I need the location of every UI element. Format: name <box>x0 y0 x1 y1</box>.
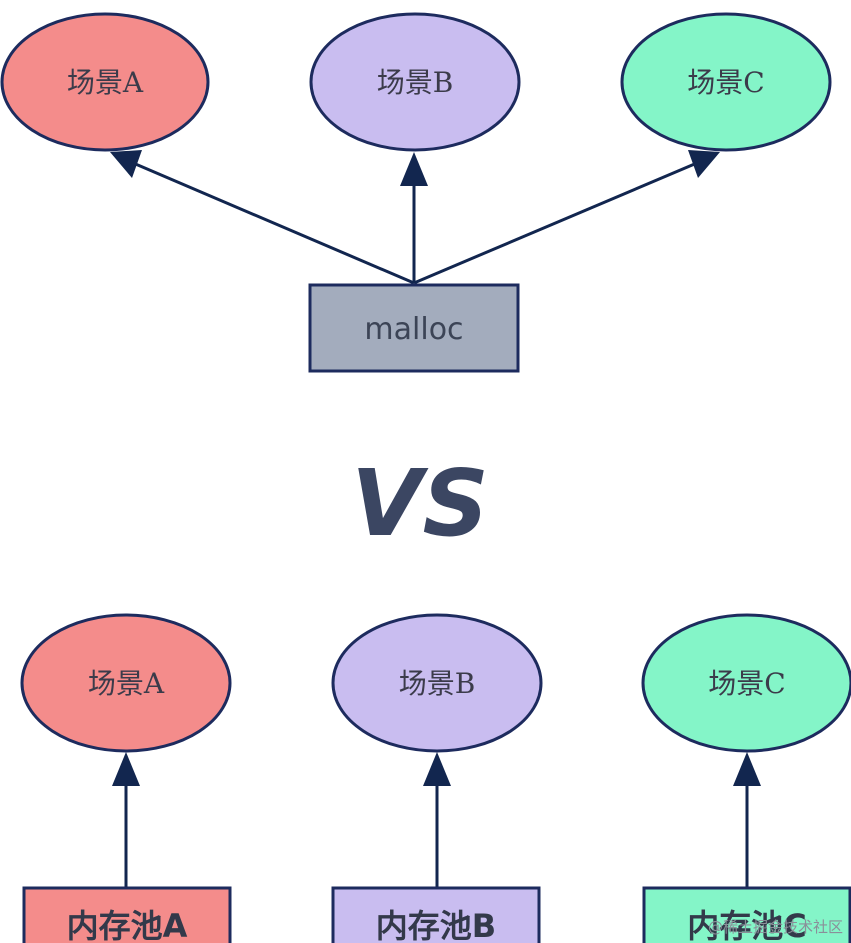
pool-b-box <box>331 886 541 943</box>
pool-a-label: 内存池A <box>67 907 188 943</box>
pool-c-label: 内存池C <box>687 907 807 943</box>
arrowhead-scene-c <box>688 150 720 178</box>
arrowhead-scene-a-bottom <box>112 752 140 786</box>
pool-a-box <box>22 886 232 943</box>
scene-a-label: 场景A <box>67 66 144 99</box>
scene-b-bottom-label: 场景B <box>399 667 476 700</box>
scene-a-ellipse <box>0 12 210 152</box>
scene-a-bottom-label: 场景A <box>88 667 165 700</box>
scene-b-label: 场景B <box>377 66 454 99</box>
scene-c-bottom-node: 场景C <box>641 613 851 753</box>
scene-a-bottom-node: 场景A <box>20 613 232 753</box>
scene-b-bottom-ellipse <box>331 613 543 753</box>
scene-b-ellipse <box>309 12 521 152</box>
scene-c-label: 场景C <box>687 66 764 99</box>
bottom-section: 场景A 场景B 场景C 内存池A 内存池B 内存池C <box>20 613 851 943</box>
malloc-label: malloc <box>364 312 463 347</box>
scene-c-node: 场景C <box>620 12 832 152</box>
top-section: 场景A 场景B 场景C malloc <box>0 12 832 373</box>
scene-a-node: 场景A <box>0 12 210 152</box>
arrowhead-scene-a <box>110 150 142 178</box>
scene-c-bottom-label: 场景C <box>708 667 785 700</box>
pool-b-node: 内存池B <box>331 886 541 943</box>
scene-a-bottom-ellipse <box>20 613 232 753</box>
pool-b-label: 内存池B <box>376 907 496 943</box>
scene-c-bottom-ellipse <box>641 613 851 753</box>
vs-separator: VS <box>351 450 488 557</box>
malloc-box <box>308 283 520 373</box>
arrowhead-scene-c-bottom <box>733 752 761 786</box>
scene-b-bottom-node: 场景B <box>331 613 543 753</box>
pool-c-node: 内存池C <box>642 886 851 943</box>
scene-b-node: 场景B <box>309 12 521 152</box>
arrow-malloc-to-scene-c <box>413 158 705 285</box>
arrowhead-scene-b <box>400 152 428 186</box>
arrowhead-scene-b-bottom <box>423 752 451 786</box>
arrow-malloc-to-scene-a <box>125 158 415 285</box>
pool-c-box <box>642 886 851 943</box>
malloc-node: malloc <box>308 283 520 373</box>
scene-c-ellipse <box>620 12 832 152</box>
watermark-text: @稀土掘金技术社区 <box>708 918 843 936</box>
pool-a-node: 内存池A <box>22 886 232 943</box>
